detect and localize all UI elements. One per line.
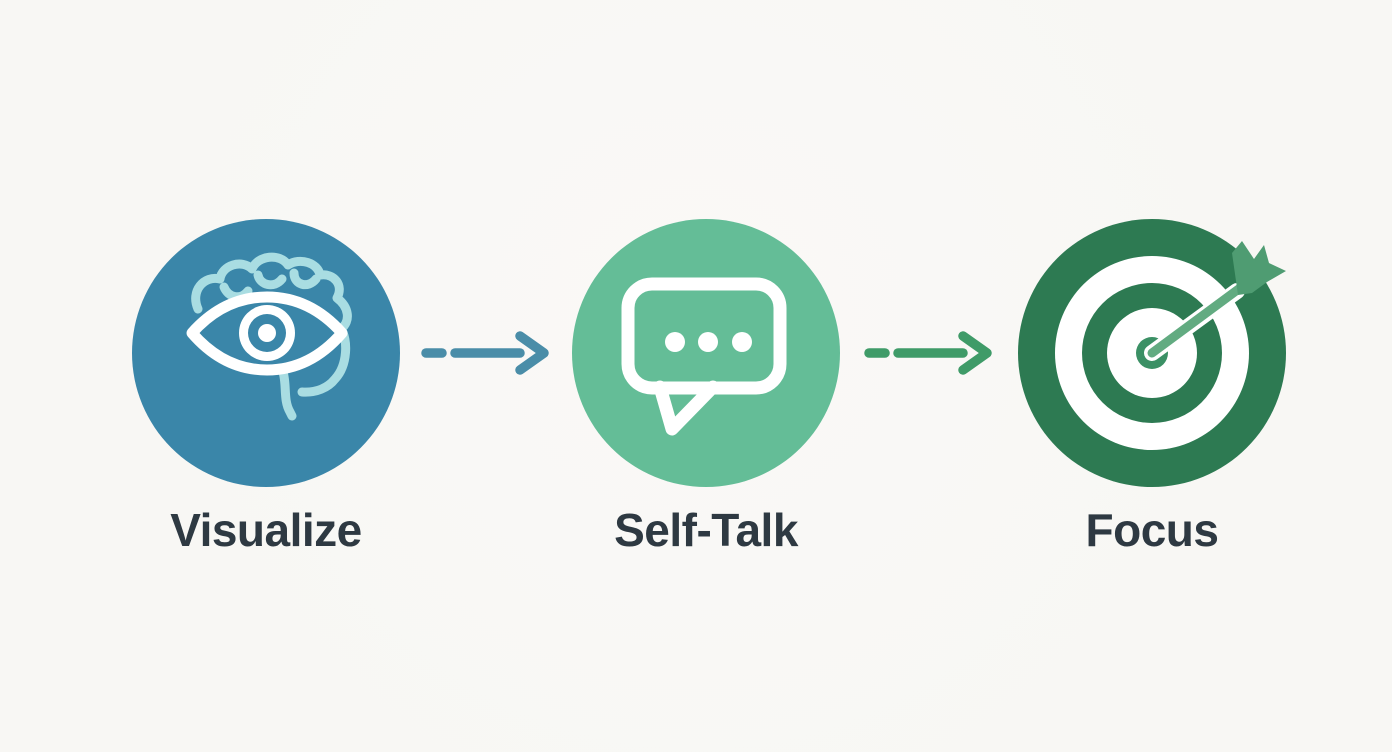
dart-fletching — [1232, 241, 1286, 295]
step-label-self-talk: Self-Talk — [614, 504, 798, 556]
speech-bubble-outline — [621, 277, 787, 436]
step-visualize: Visualize — [132, 219, 400, 557]
dashed-arrow-right-icon — [421, 331, 549, 375]
dart-shaft — [1147, 283, 1245, 358]
step-label-focus: Focus — [1085, 504, 1219, 556]
eye-pupil-center — [258, 324, 276, 342]
step-label-visualize: Visualize — [170, 504, 362, 556]
speech-bubble-dots — [665, 332, 752, 352]
speech-bubble-icon — [572, 219, 840, 487]
eye-brain-icon — [132, 219, 400, 487]
step-focus: Focus — [1018, 219, 1286, 557]
target-arrow-icon — [1018, 219, 1286, 487]
step-self-talk: Self-Talk — [572, 219, 840, 557]
eye-outline — [186, 291, 348, 376]
arrow-head — [958, 331, 992, 375]
step-circle — [572, 219, 840, 487]
arrow-head — [515, 331, 549, 375]
dashed-arrow-right-icon — [864, 331, 992, 375]
brain-outline — [191, 252, 352, 421]
